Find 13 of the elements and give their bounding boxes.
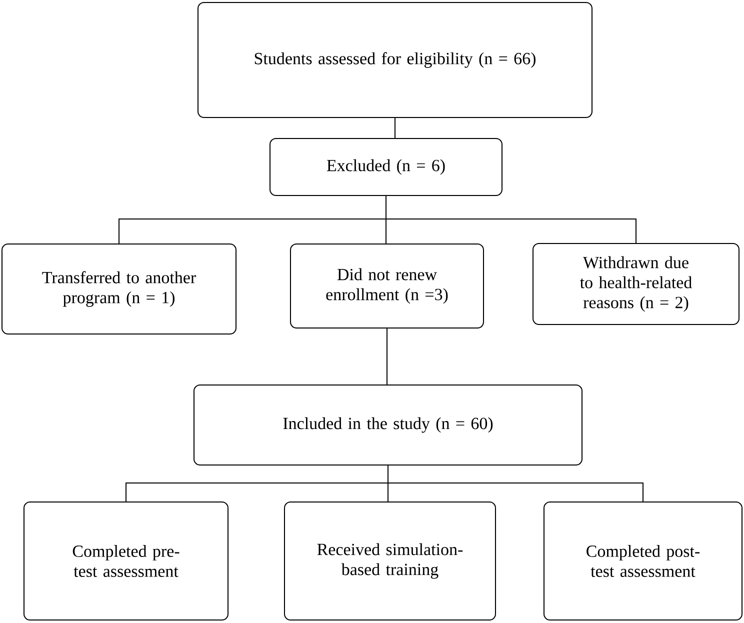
process-box: Received simulation-based training: [284, 502, 496, 620]
connector-line: [386, 328, 388, 385]
process-box: Included in the study (n = 60): [194, 384, 582, 466]
connector-line: [388, 465, 644, 502]
process-box: Did not renew enrollment (n =3): [290, 244, 484, 328]
process-box: Excluded (n = 6): [270, 138, 502, 196]
connector-line: [394, 118, 396, 138]
process-box: Students assessed for eligibility (n = 66): [198, 2, 592, 118]
process-box: Transferred to another program (n = 1): [2, 244, 236, 334]
process-box: Withdrawn due to health-related reasons (n = 2): [532, 243, 740, 325]
process-box: Completed pre-test assessment: [24, 502, 228, 620]
connector-line: [386, 196, 636, 244]
process-box: Completed post-test assessment: [544, 502, 742, 620]
